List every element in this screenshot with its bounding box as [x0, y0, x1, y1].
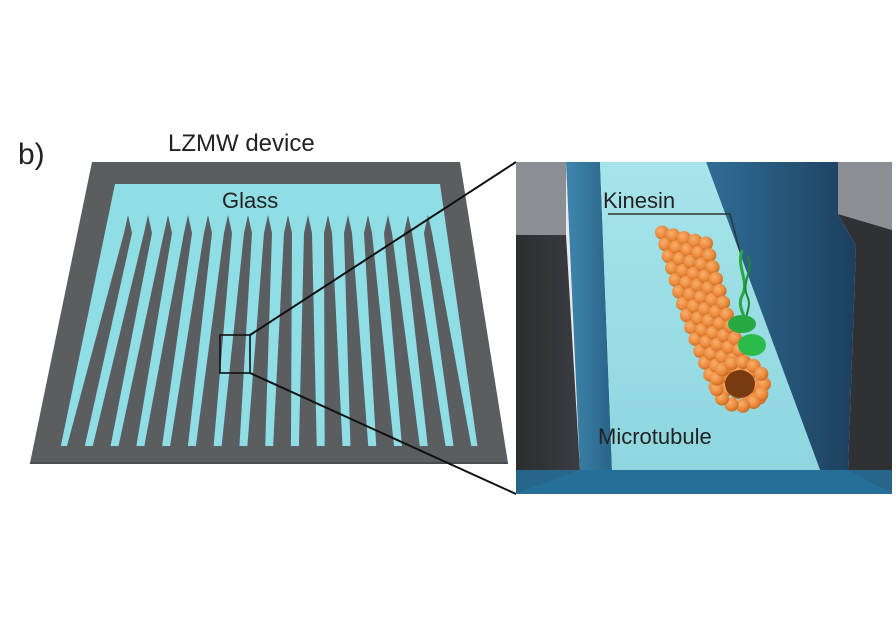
right-wall-top: [838, 162, 892, 230]
metal-finger: [424, 215, 473, 450]
zoom-line-bottom: [249, 372, 517, 495]
tubulin-ring-subunit: [746, 395, 761, 410]
metal-finger: [143, 215, 192, 450]
tubulin-ring-subunit: [724, 356, 739, 371]
left-wall-top: [516, 162, 566, 235]
metal-finger: [324, 215, 343, 450]
tubulin-subunit: [688, 233, 702, 248]
metal-finger: [344, 215, 369, 450]
microtubule: [655, 225, 771, 413]
tubulin-subunit: [699, 236, 713, 251]
lzmw-device: [30, 162, 508, 464]
tubulin-ring-subunit: [735, 355, 750, 370]
metal-finger: [384, 215, 421, 450]
tubulin-ring-subunit: [709, 382, 724, 397]
metal-finger: [364, 215, 395, 450]
tubulin-ring-subunit: [735, 398, 750, 413]
tubulin-subunit: [719, 307, 734, 322]
metal-finger: [169, 215, 212, 450]
right-outer-wall: [838, 214, 892, 494]
left-channel-wall: [516, 235, 580, 494]
glass-label: Glass: [222, 188, 279, 213]
kinesin-head-2: [738, 334, 766, 356]
tubulin-subunit: [691, 245, 706, 260]
metal-finger: [247, 215, 272, 450]
tubulin-subunit: [705, 260, 720, 275]
tubulin-subunit: [683, 254, 698, 269]
tubulin-subunit: [666, 228, 680, 243]
kinesin-head-1: [728, 315, 756, 333]
metal-finger: [272, 215, 292, 450]
left-wall-inner-face: [566, 162, 612, 470]
inset-bottom-strip: [516, 470, 892, 494]
zoom-line-top: [249, 161, 517, 336]
tubulin-subunit: [702, 248, 717, 263]
finger-base-bar: [56, 446, 482, 452]
panel-label: b): [18, 138, 45, 171]
metal-finger: [195, 215, 232, 450]
metal-finger: [221, 215, 252, 450]
kinesin-pointer: [608, 213, 741, 253]
zoom-region-box: [219, 334, 251, 374]
tubulin-subunit: [677, 231, 691, 245]
kinesin-label: Kinesin: [603, 188, 676, 213]
tubulin-subunit: [728, 331, 743, 346]
tubulin-subunit: [655, 225, 669, 240]
tubulin-subunit: [661, 249, 676, 264]
device-label: LZMW device: [168, 130, 315, 157]
metal-finger: [298, 215, 317, 450]
right-channel-wall: [706, 162, 856, 470]
tubulin-subunit: [669, 240, 684, 255]
tubulin-subunit: [716, 295, 731, 310]
tubulin-ring-subunit: [754, 366, 769, 381]
metal-finger: [65, 215, 132, 450]
metal-finger: [91, 215, 152, 450]
tubulin-subunit: [712, 283, 727, 298]
microtubule-lumen: [725, 370, 755, 398]
microtubule-label: Microtubule: [598, 424, 712, 449]
kinesin-motor: [728, 249, 766, 356]
metal-fingers: [56, 215, 482, 452]
tubulin-subunit: [709, 272, 723, 286]
metal-finger: [404, 215, 447, 450]
zoom-inset: [516, 162, 892, 494]
metal-finger: [117, 215, 172, 450]
